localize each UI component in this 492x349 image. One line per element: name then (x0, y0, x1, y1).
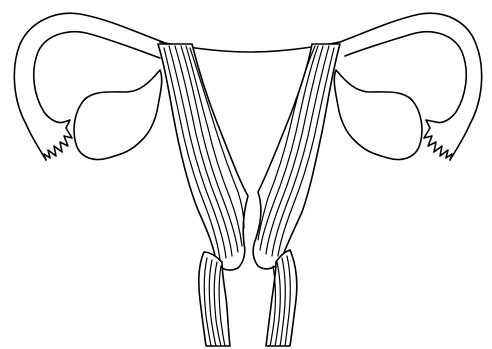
right-ovary-icon (334, 70, 422, 159)
left-ovary-icon (74, 70, 162, 159)
left-uterine-muscle-bundle-icon (158, 44, 248, 270)
left-fimbriae-icon (44, 120, 72, 160)
right-uterine-muscle-bundle-icon (253, 44, 340, 269)
right-fimbriae-icon (424, 120, 452, 160)
